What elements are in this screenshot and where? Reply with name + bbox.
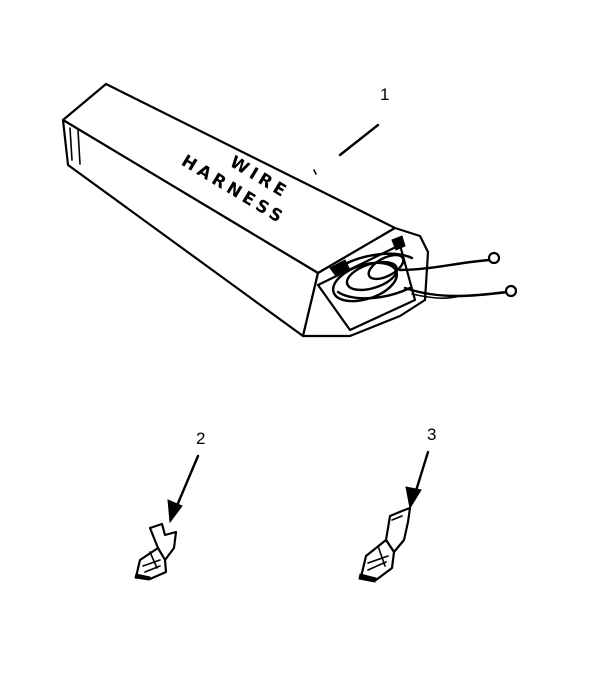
box-edge-shade (69, 127, 81, 165)
terminal-part-2 (134, 522, 178, 581)
wire-leads (398, 251, 518, 299)
terminal-part-3 (358, 506, 412, 583)
callout-2-number: 2 (196, 429, 205, 448)
callout-1: 1 (313, 85, 389, 175)
callout-3-number: 3 (427, 425, 436, 444)
callout-1-number: 1 (380, 85, 389, 104)
callout-2: 2 (167, 429, 205, 524)
callout-2-leader (174, 454, 200, 510)
coiled-wires (329, 235, 414, 303)
callout-3-arrowhead (405, 486, 422, 510)
callout-2-arrowhead (167, 499, 183, 524)
callout-1-leader (338, 123, 380, 157)
callout-1-tick (313, 169, 317, 175)
callout-3: 3 (405, 425, 436, 510)
wire-harness-box: WIRE HARNESS (61, 82, 518, 338)
callout-3-leader (413, 450, 430, 496)
